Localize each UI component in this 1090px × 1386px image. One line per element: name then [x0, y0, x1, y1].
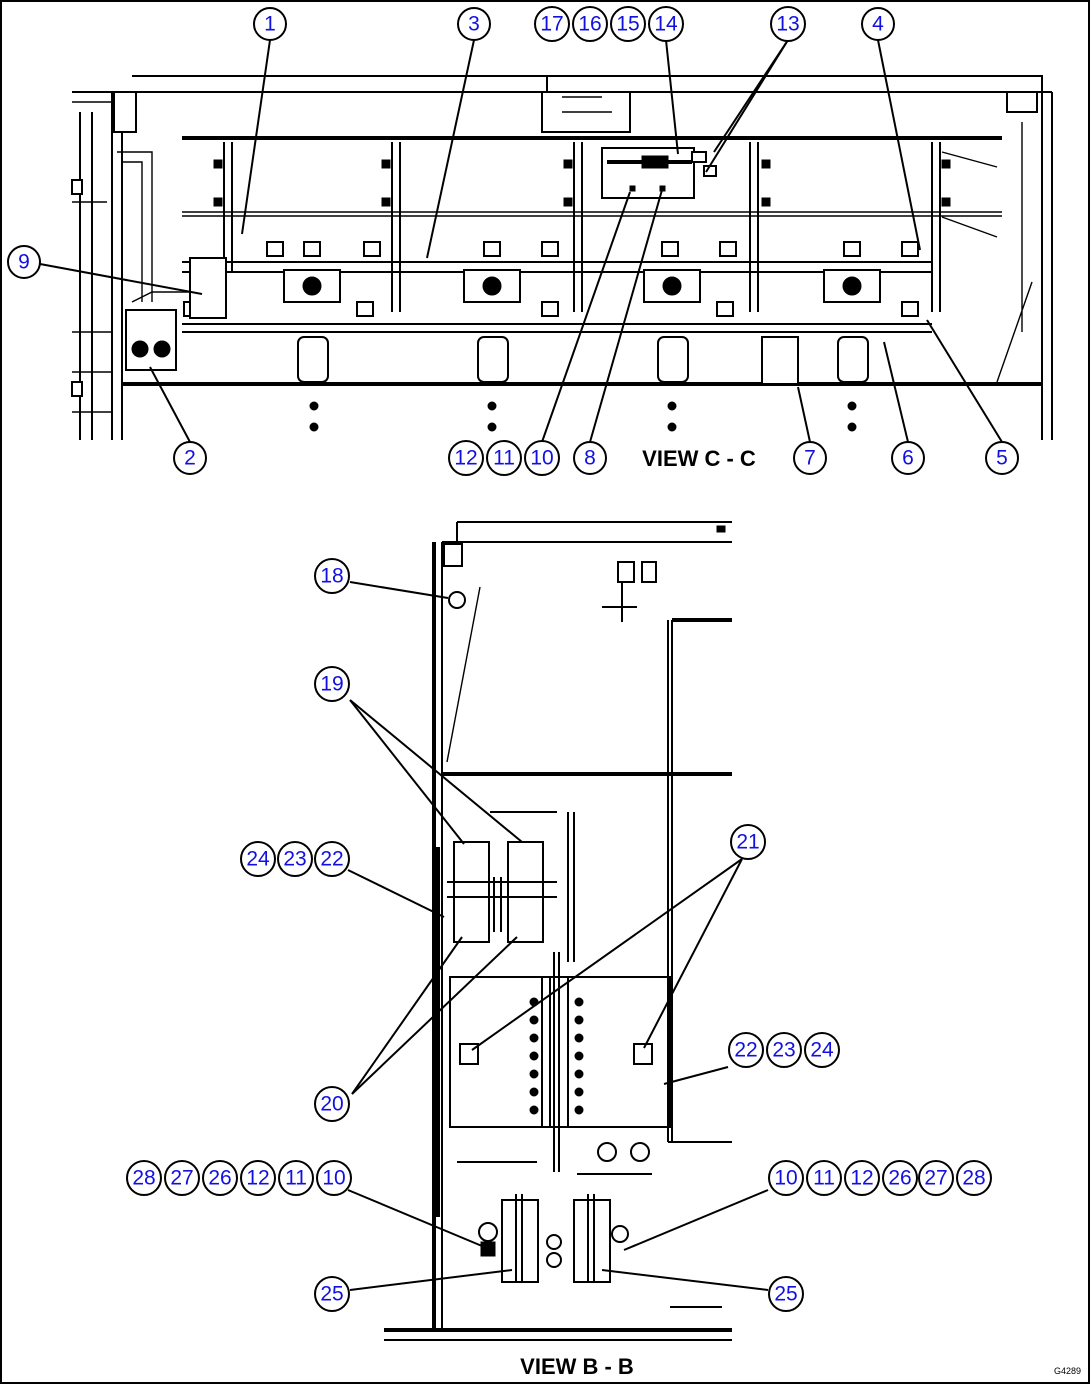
callout-6: 6: [891, 441, 925, 475]
view-c-c-drawing: [71, 75, 1053, 440]
callout-11-left: 11: [278, 1160, 314, 1196]
callout-12-left: 12: [240, 1160, 276, 1196]
callout-20: 20: [314, 1086, 350, 1122]
callout-23-right: 23: [766, 1032, 802, 1068]
callout-14: 14: [648, 6, 684, 42]
svg-text:9: 9: [18, 251, 30, 274]
callout-24: 24: [240, 841, 276, 877]
svg-text:27: 27: [170, 1167, 193, 1190]
callout-27: 27: [164, 1160, 200, 1196]
svg-text:17: 17: [540, 13, 563, 36]
svg-text:25: 25: [320, 1283, 343, 1306]
callout-10: 10: [524, 440, 560, 476]
svg-text:22: 22: [320, 848, 343, 871]
callout-4: 4: [861, 7, 895, 41]
svg-text:21: 21: [736, 831, 759, 854]
svg-text:15: 15: [616, 13, 639, 36]
callout-3: 3: [457, 7, 491, 41]
callout-11-right: 11: [806, 1160, 842, 1196]
callout-28: 28: [126, 1160, 162, 1196]
svg-text:23: 23: [283, 848, 306, 871]
terminal-dots: [529, 997, 584, 1115]
callout-9: 9: [7, 245, 41, 279]
svg-text:19: 19: [320, 673, 343, 696]
callout-25-right: 25: [768, 1276, 804, 1312]
svg-text:5: 5: [996, 447, 1008, 470]
svg-text:20: 20: [320, 1093, 343, 1116]
callout-10-left: 10: [316, 1160, 352, 1196]
view-b-b-title: VIEW B - B: [520, 1354, 634, 1379]
svg-text:10: 10: [322, 1167, 345, 1190]
svg-text:12: 12: [246, 1167, 269, 1190]
callout-17: 17: [534, 6, 570, 42]
callout-12: 12: [448, 440, 484, 476]
svg-text:10: 10: [530, 447, 553, 470]
svg-text:3: 3: [468, 13, 480, 36]
callout-26: 26: [202, 1160, 238, 1196]
view-b-b-drawing: [384, 521, 732, 1341]
svg-text:11: 11: [493, 447, 515, 470]
insulators: [297, 336, 869, 385]
svg-text:1: 1: [264, 13, 276, 36]
callout-26-right: 26: [882, 1160, 918, 1196]
svg-text:14: 14: [654, 13, 678, 36]
callout-8: 8: [573, 441, 607, 475]
callout-13: 13: [770, 6, 806, 42]
clamp-blocks: [283, 269, 881, 303]
callout-7: 7: [793, 441, 827, 475]
svg-text:12: 12: [454, 447, 477, 470]
svg-text:10: 10: [774, 1167, 797, 1190]
svg-text:18: 18: [320, 565, 343, 588]
svg-text:13: 13: [776, 13, 799, 36]
callout-12-right: 12: [844, 1160, 880, 1196]
svg-text:12: 12: [850, 1167, 873, 1190]
svg-text:11: 11: [813, 1167, 835, 1190]
svg-text:23: 23: [772, 1039, 795, 1062]
svg-text:25: 25: [774, 1283, 797, 1306]
svg-text:28: 28: [132, 1167, 155, 1190]
svg-text:26: 26: [208, 1167, 231, 1190]
drawing-code: G4289: [1054, 1366, 1081, 1376]
callout-2: 2: [173, 441, 207, 475]
svg-text:2: 2: [184, 447, 196, 470]
svg-text:24: 24: [810, 1039, 834, 1062]
callout-24-right: 24: [804, 1032, 840, 1068]
callout-5: 5: [985, 441, 1019, 475]
svg-text:8: 8: [584, 447, 596, 470]
post-bolts: [213, 159, 951, 207]
leader-lines: [39, 39, 1003, 1291]
svg-text:16: 16: [578, 13, 601, 36]
svg-text:27: 27: [924, 1167, 947, 1190]
callout-23: 23: [277, 841, 313, 877]
svg-text:24: 24: [246, 848, 270, 871]
svg-text:28: 28: [962, 1167, 985, 1190]
view-c-c-title: VIEW C - C: [642, 446, 756, 471]
svg-text:6: 6: [902, 447, 914, 470]
svg-text:4: 4: [872, 13, 884, 36]
callout-18: 18: [314, 558, 350, 594]
svg-text:26: 26: [888, 1167, 911, 1190]
callout-25-left: 25: [314, 1276, 350, 1312]
callout-11: 11: [486, 440, 522, 476]
callout-1: 1: [253, 7, 287, 41]
callout-19: 19: [314, 666, 350, 702]
callout-16: 16: [572, 6, 608, 42]
callout-15: 15: [610, 6, 646, 42]
callout-28-right: 28: [956, 1160, 992, 1196]
svg-text:11: 11: [285, 1167, 307, 1190]
svg-text:22: 22: [734, 1039, 757, 1062]
callout-22: 22: [314, 841, 350, 877]
svg-text:7: 7: [804, 447, 816, 470]
callout-21: 21: [730, 824, 766, 860]
callout-27-right: 27: [918, 1160, 954, 1196]
callout-22-right: 22: [728, 1032, 764, 1068]
callout-10-right: 10: [768, 1160, 804, 1196]
